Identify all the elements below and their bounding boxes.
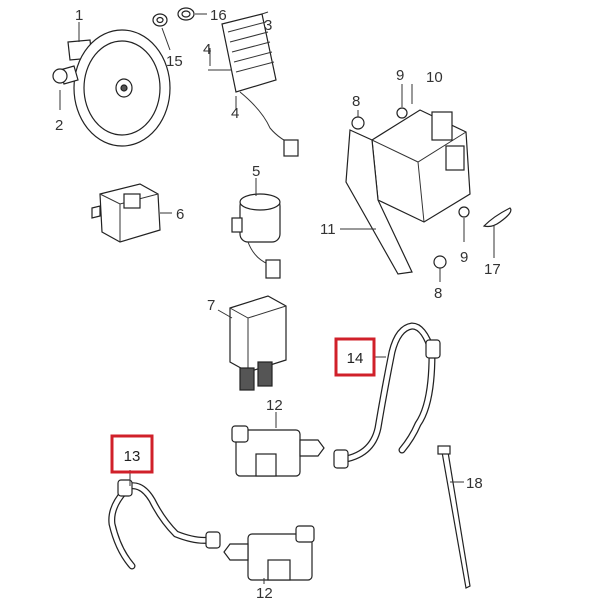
highlight-box bbox=[110, 434, 154, 474]
callout-label: 2 bbox=[55, 117, 63, 134]
callout-label: 5 bbox=[252, 163, 260, 180]
callout-label: 3 bbox=[264, 17, 272, 34]
fuel-injector-upper-part bbox=[231, 425, 325, 477]
callout-label: 8 bbox=[434, 285, 442, 302]
callout-label: 9 bbox=[396, 67, 404, 84]
relay-block-part bbox=[229, 295, 287, 391]
callout-label: 17 bbox=[484, 261, 501, 278]
callout-label: 10 bbox=[426, 69, 443, 86]
callout-label: 4 bbox=[203, 41, 211, 58]
callout-label: 15 bbox=[166, 53, 183, 70]
highlight-label: 13 bbox=[124, 448, 141, 465]
callout-label: 12 bbox=[256, 585, 273, 600]
cable-tie-part bbox=[437, 445, 471, 589]
callout-label: 18 bbox=[466, 475, 483, 492]
callout-label: 16 bbox=[210, 7, 227, 24]
callout-label: 1 bbox=[75, 7, 83, 24]
cable-clip-part bbox=[482, 207, 512, 228]
callout-label: 4 bbox=[231, 105, 239, 122]
ecu-unit-part bbox=[345, 109, 471, 275]
sensor-cable-14-part bbox=[333, 322, 441, 469]
washer-part bbox=[152, 7, 195, 27]
horn-part bbox=[52, 29, 171, 147]
callout-label: 8 bbox=[352, 93, 360, 110]
highlight-callout-14: 14 bbox=[334, 337, 376, 377]
highlight-callout-13: 13 bbox=[110, 434, 154, 474]
callout-label: 11 bbox=[320, 221, 336, 238]
highlight-box bbox=[334, 337, 376, 377]
fuel-injector-lower-part bbox=[223, 525, 315, 581]
callout-label: 7 bbox=[207, 297, 215, 314]
sensor-cable-13-part bbox=[108, 479, 221, 570]
regulator-rectifier-part bbox=[208, 13, 299, 157]
flasher-relay-part bbox=[91, 183, 161, 243]
callout-label: 12 bbox=[266, 397, 283, 414]
highlight-label: 14 bbox=[347, 350, 364, 367]
starter-relay-part bbox=[231, 193, 281, 279]
callout-label: 9 bbox=[460, 249, 468, 266]
callout-label: 6 bbox=[176, 206, 184, 223]
